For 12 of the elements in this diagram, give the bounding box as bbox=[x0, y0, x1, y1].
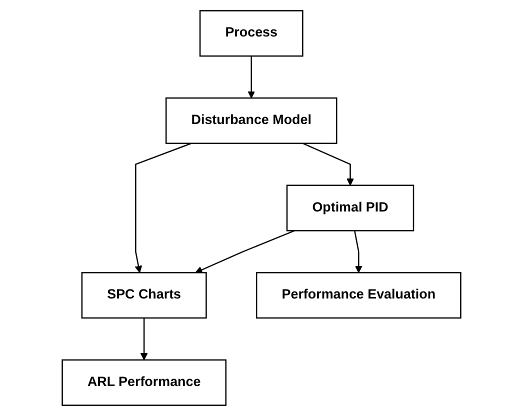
node-box: Performance Evaluation bbox=[256, 272, 462, 319]
node-box: Disturbance Model bbox=[165, 97, 338, 144]
node-box: SPC Charts bbox=[81, 272, 207, 319]
node-box: Optimal PID bbox=[286, 184, 414, 232]
arrow bbox=[195, 230, 295, 274]
node-box: ARL Performance bbox=[62, 359, 226, 406]
node-box: Process bbox=[199, 10, 304, 57]
arrow bbox=[302, 142, 354, 186]
arrow bbox=[134, 142, 192, 273]
arrow bbox=[140, 318, 148, 360]
arrow bbox=[354, 230, 362, 273]
arrow bbox=[248, 56, 256, 98]
